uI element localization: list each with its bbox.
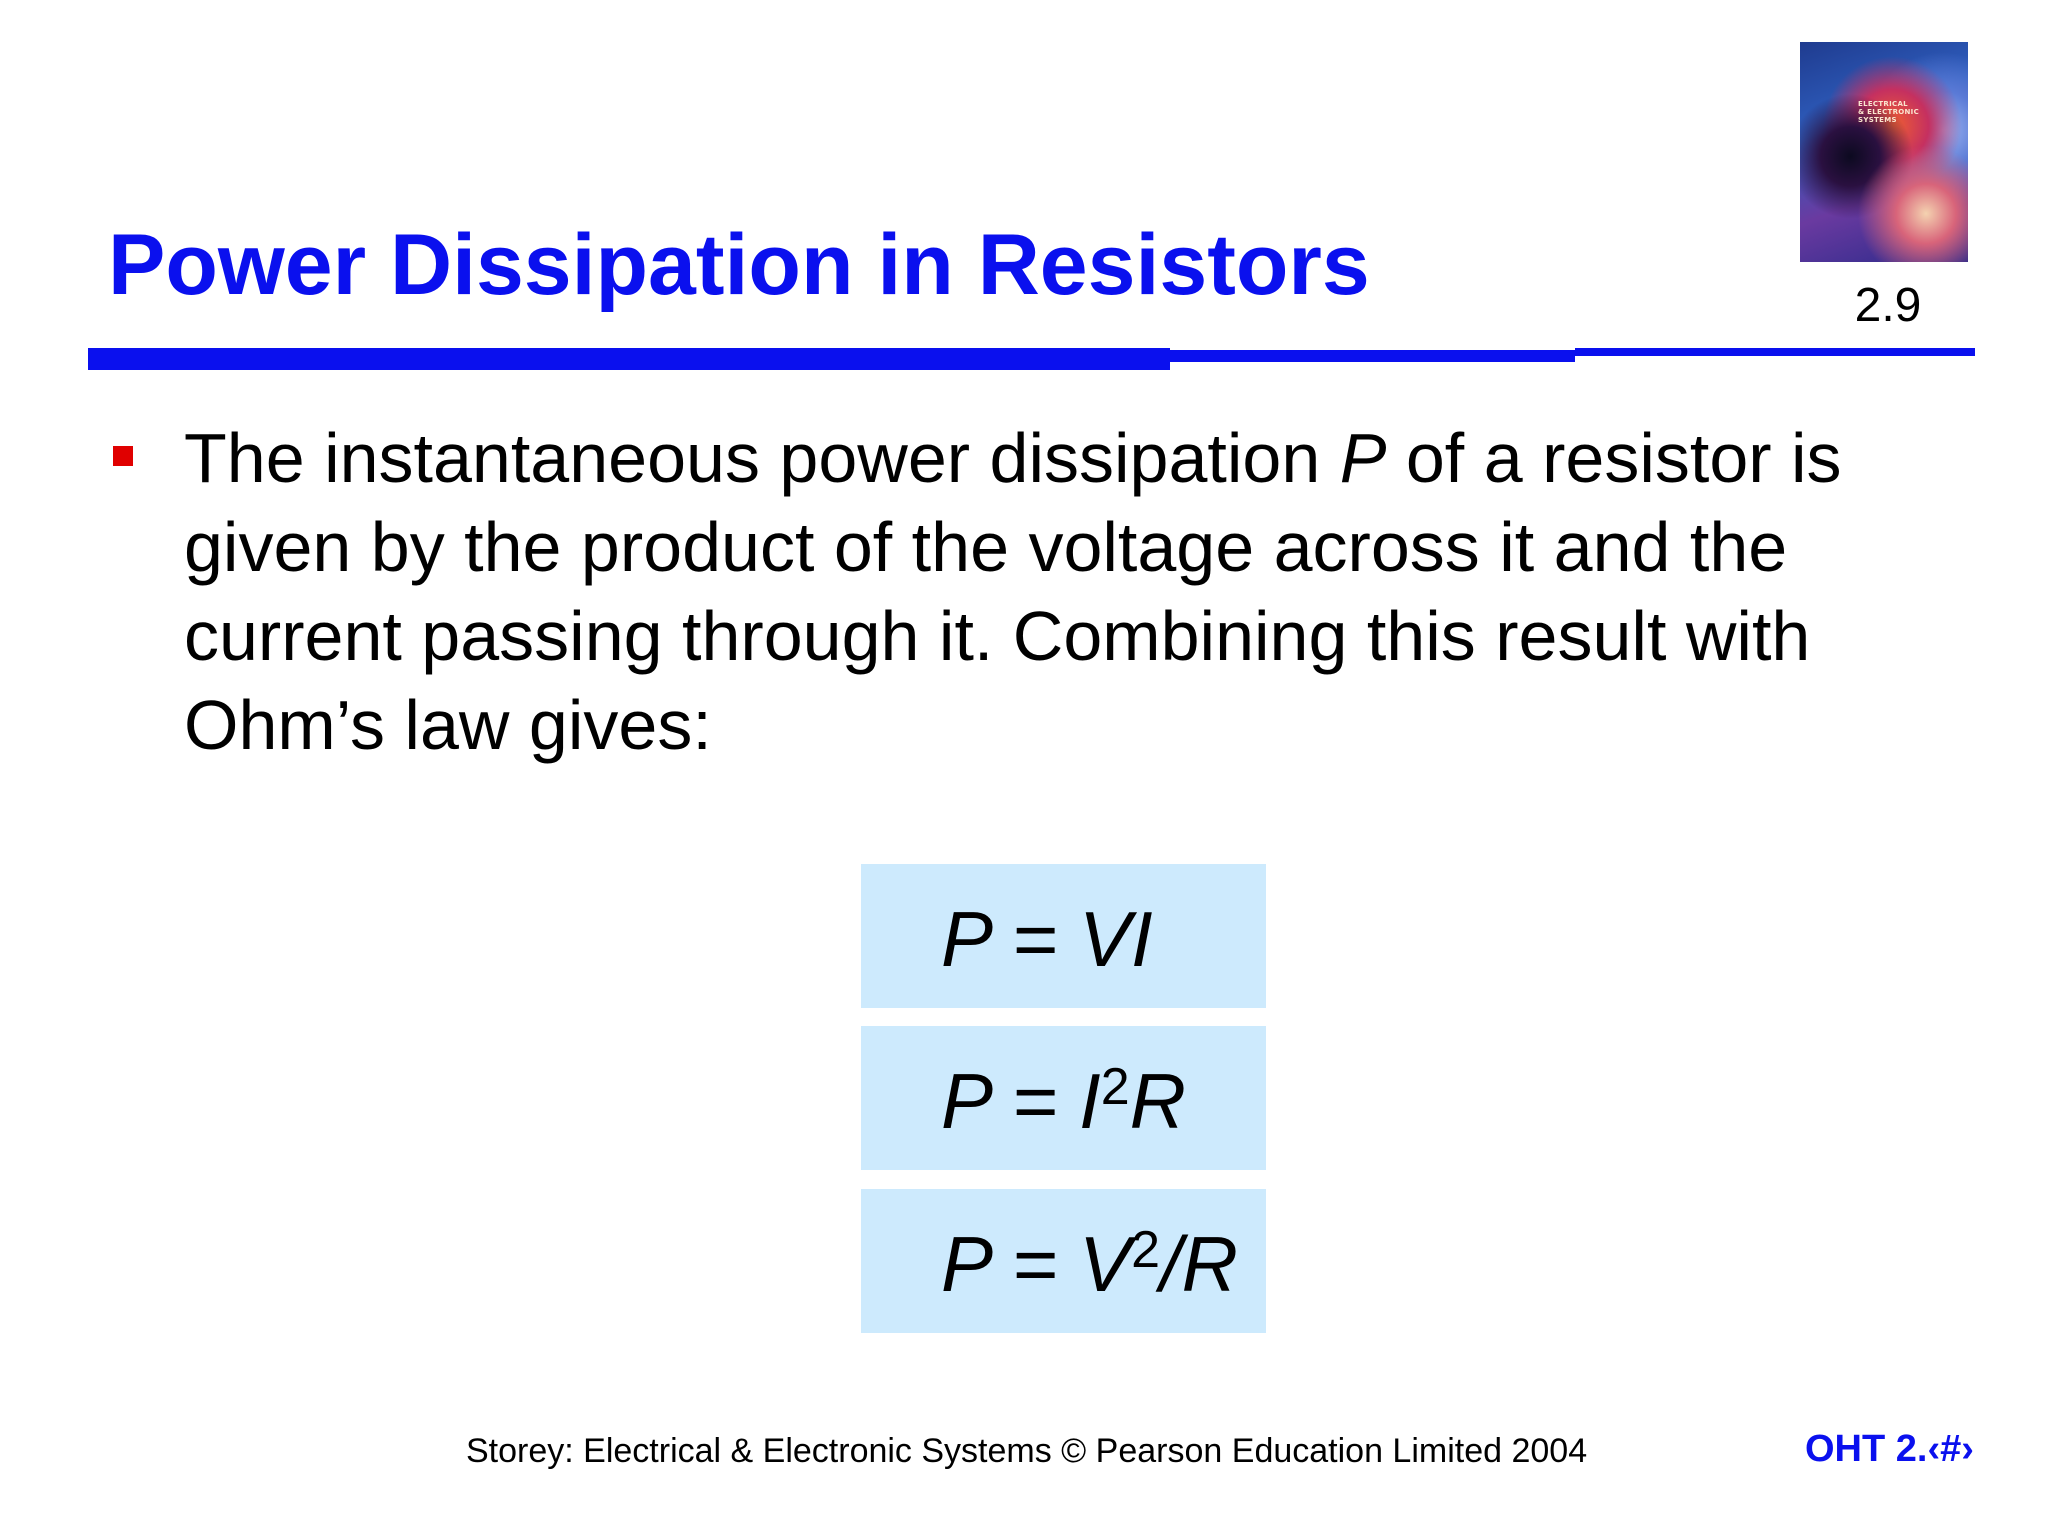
footer-page-number: OHT 2.‹#›	[1805, 1428, 1974, 1470]
title-underline	[1170, 350, 1575, 362]
formula: P = I2R	[941, 1057, 1186, 1145]
bullet-square-icon	[113, 446, 133, 466]
bullet-line: Ohm’s law gives:	[184, 686, 712, 764]
book-cover-line: & ELECTRONIC	[1858, 108, 1920, 116]
footer-citation: Storey: Electrical & Electronic Systems …	[466, 1432, 1588, 1470]
book-cover-title: ELECTRICAL & ELECTRONIC SYSTEMS	[1858, 100, 1919, 124]
title-underline	[88, 348, 1170, 370]
slide-title: Power Dissipation in Resistors	[108, 217, 1370, 313]
book-cover-line: ELECTRICAL	[1858, 100, 1908, 108]
power-symbol: P	[1339, 419, 1387, 497]
book-cover-image: ELECTRICAL & ELECTRONIC SYSTEMS	[1800, 42, 1968, 262]
section-number: 2.9	[1854, 279, 1922, 332]
formula: P = VI	[941, 895, 1153, 983]
formula-box: P = V2/R	[861, 1189, 1266, 1333]
book-cover-line: SYSTEMS	[1858, 116, 1897, 124]
bullet-line: The instantaneous power dissipation P of…	[184, 419, 1842, 497]
title-underline	[1575, 348, 1975, 356]
formula: P = V2/R	[941, 1220, 1238, 1308]
formula-box: P = VI	[861, 864, 1266, 1008]
bullet-line: current passing through it. Combining th…	[184, 597, 1811, 675]
bullet-line: given by the product of the voltage acro…	[184, 508, 1788, 586]
formula-box: P = I2R	[861, 1026, 1266, 1170]
bullet-paragraph: The instantaneous power dissipation P of…	[184, 414, 1974, 770]
